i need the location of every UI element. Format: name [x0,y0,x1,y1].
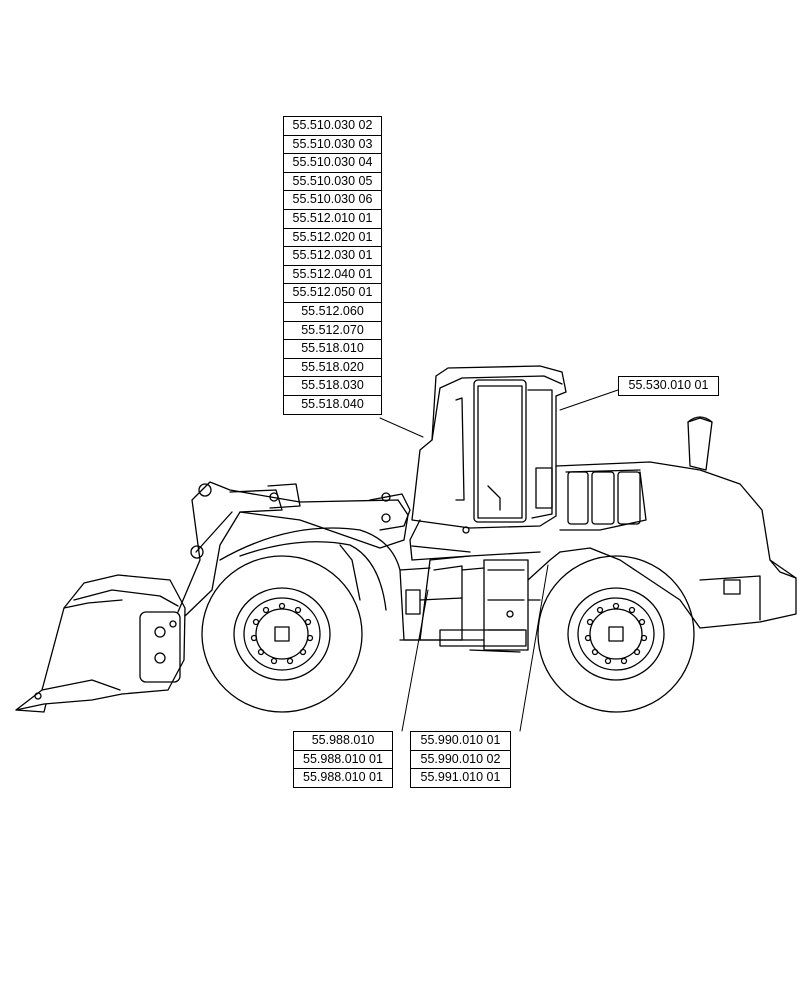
front-wheel [201,555,363,713]
part-number-label: 55.988.010 01 [303,770,383,785]
part-number-label: 55.510.030 04 [284,154,381,173]
part-number-label: 55.512.010 01 [284,210,381,229]
part-number-label: 55.512.070 [284,322,381,341]
part-number-label: 55.512.030 01 [284,247,381,266]
center-frame [439,551,561,653]
part-number-label: 55.518.030 [284,377,381,396]
callout-stack-center-frame: 55.990.010 01 55.990.010 02 55.991.010 0… [410,731,511,788]
leader-lines [379,389,619,732]
engine-body [555,416,797,629]
front-frame [219,527,471,641]
part-number-label: 55.510.030 03 [284,136,381,155]
part-number-label: 55.988.010 01 [294,751,392,770]
callout-stack-engine: 55.530.010 01 [618,376,719,396]
callout-stack-cab: 55.510.030 02 55.510.030 03 55.510.030 0… [283,116,382,415]
part-number-label: 55.990.010 01 [411,732,510,751]
part-number-label: 55.510.030 02 [284,117,381,136]
part-number-label: 55.512.040 01 [284,266,381,285]
part-number-label: 55.512.050 01 [284,284,381,303]
part-number-label: 55.518.040 [301,396,364,411]
callout-stack-front-frame: 55.988.010 55.988.010 01 55.988.010 01 [293,731,393,788]
part-number-label: 55.518.010 [284,340,381,359]
bucket [15,574,186,713]
part-number-label: 55.530.010 01 [628,378,709,392]
part-number-label: 55.990.010 02 [411,751,510,770]
part-number-label: 55.510.030 06 [284,191,381,210]
rear-wheel [537,555,695,713]
part-number-label: 55.991.010 01 [420,770,501,785]
part-number-label: 55.988.010 [294,732,392,751]
part-number-label: 55.512.060 [284,303,381,322]
part-number-label: 55.518.020 [284,359,381,378]
cab [409,365,567,561]
boom-arm [177,481,411,617]
part-number-label: 55.512.020 01 [284,229,381,248]
part-number-label: 55.510.030 05 [284,173,381,192]
